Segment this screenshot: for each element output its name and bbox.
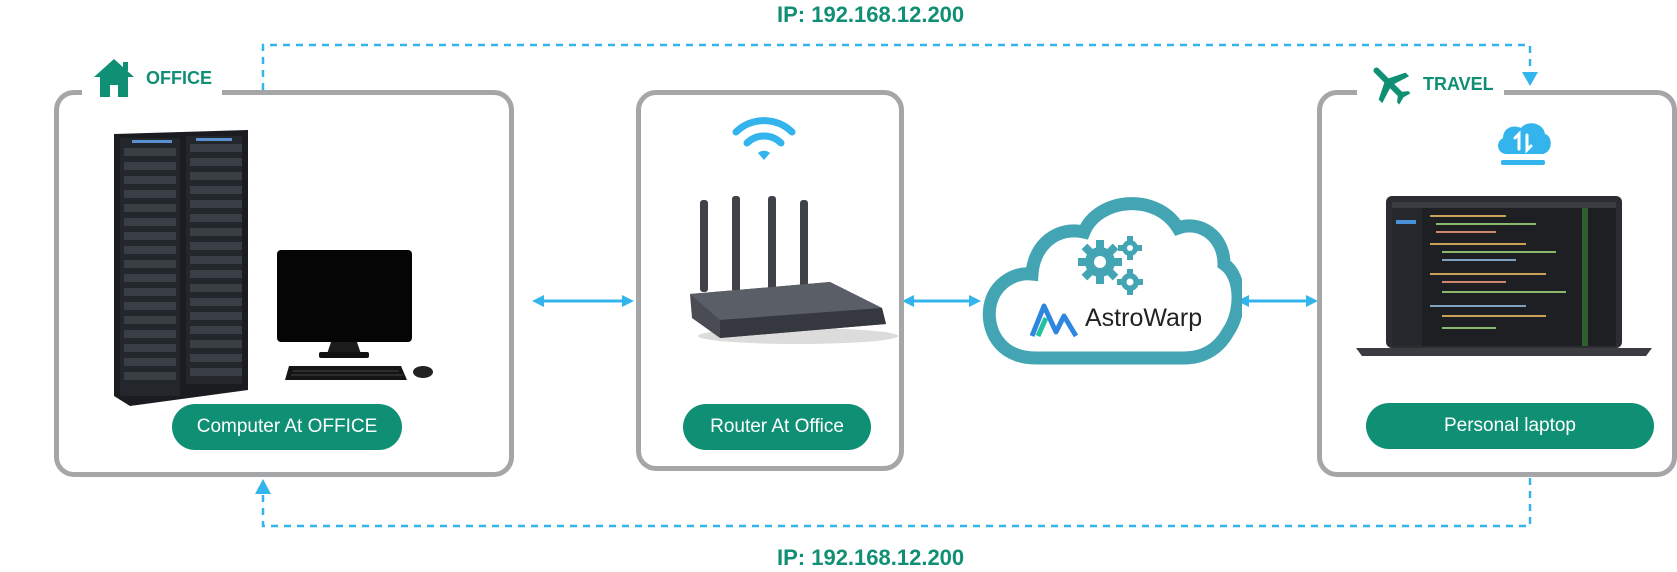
cloud-sync-icon bbox=[1498, 123, 1551, 165]
desktop-computer-image bbox=[277, 250, 433, 380]
router-image bbox=[690, 196, 898, 344]
bottom-dashed-connection bbox=[261, 478, 1532, 528]
astrowarp-brand-name: AstroWarp bbox=[1085, 304, 1203, 332]
home-icon bbox=[94, 59, 134, 97]
gears-icon bbox=[1078, 236, 1143, 295]
travel-tag: TRAVEL bbox=[1357, 62, 1504, 106]
office-tag-label: OFFICE bbox=[146, 67, 212, 88]
top-arrowhead bbox=[1522, 72, 1538, 86]
bottom-ip-label: IP: 192.168.12.200 bbox=[777, 545, 965, 570]
top-dashed-connection bbox=[261, 43, 1532, 90]
laptop-image bbox=[1356, 196, 1652, 356]
travel-device-label: Personal laptop bbox=[1366, 403, 1654, 449]
airplane-icon bbox=[1373, 67, 1411, 105]
office-tag: OFFICE bbox=[82, 56, 222, 100]
astrowarp-logo-icon bbox=[1030, 303, 1078, 338]
bottom-arrowhead bbox=[255, 479, 271, 494]
router-device-label: Router At Office bbox=[683, 404, 871, 450]
server-rack-image bbox=[114, 130, 248, 406]
top-ip-label: IP: 192.168.12.200 bbox=[777, 2, 965, 27]
wifi-icon bbox=[732, 117, 796, 160]
office-device-label: Computer At OFFICE bbox=[172, 404, 402, 450]
travel-tag-label: TRAVEL bbox=[1423, 73, 1494, 94]
